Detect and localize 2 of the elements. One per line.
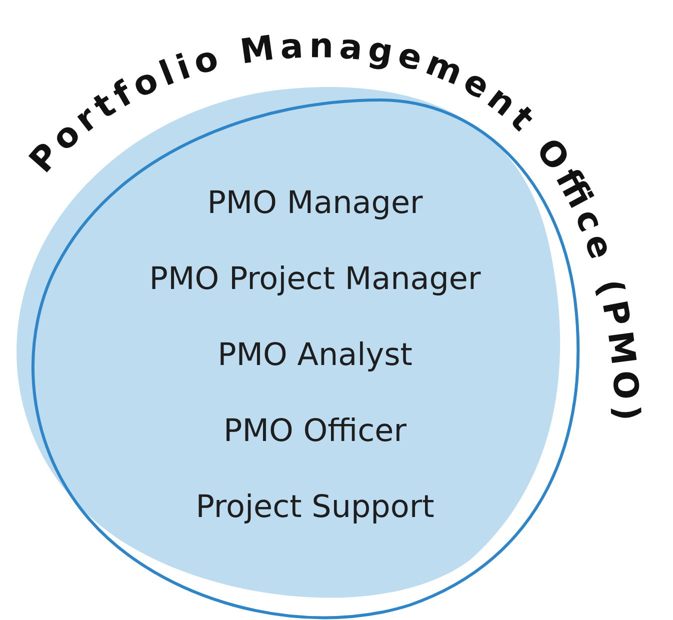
role-text: Project Support xyxy=(194,489,436,525)
role-text: PMO Officer xyxy=(222,413,408,449)
